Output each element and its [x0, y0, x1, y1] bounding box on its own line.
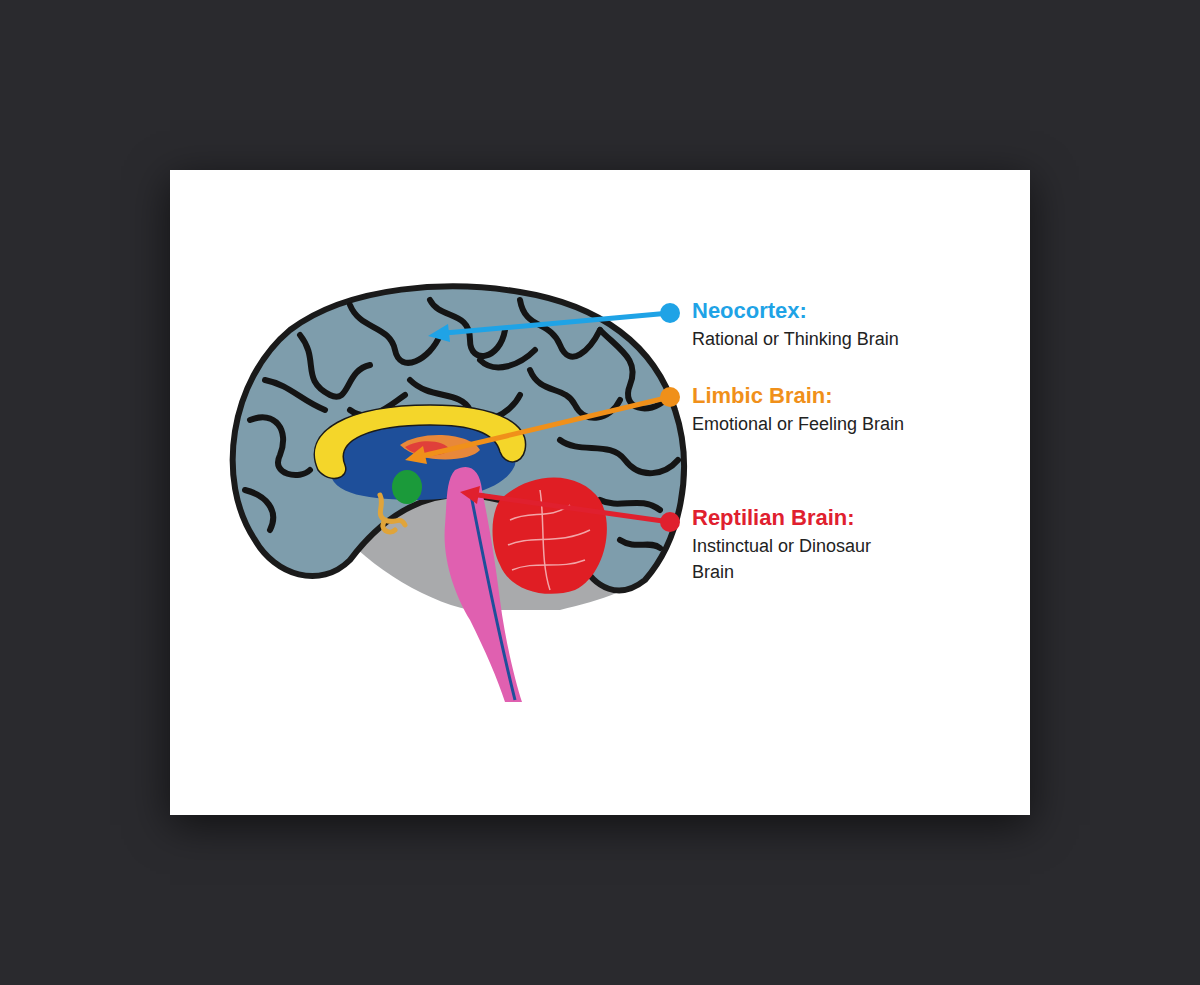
leader-lines [405, 303, 680, 532]
brainstem [445, 467, 522, 702]
region-heading: Reptilian Brain: [692, 505, 855, 531]
corpus-callosum [314, 405, 525, 478]
region-heading: Neocortex: [692, 298, 807, 324]
region-heading: Limbic Brain: [692, 383, 833, 409]
amygdala [392, 470, 422, 504]
region-description: Rational or Thinking Brain [692, 326, 899, 352]
brainstem-line [470, 490, 515, 700]
cerebellum [493, 478, 607, 594]
pituitary [380, 495, 405, 532]
region-description: Instinctual or Dinosaur Brain [692, 533, 914, 585]
region-description: Emotional or Feeling Brain [692, 411, 904, 437]
